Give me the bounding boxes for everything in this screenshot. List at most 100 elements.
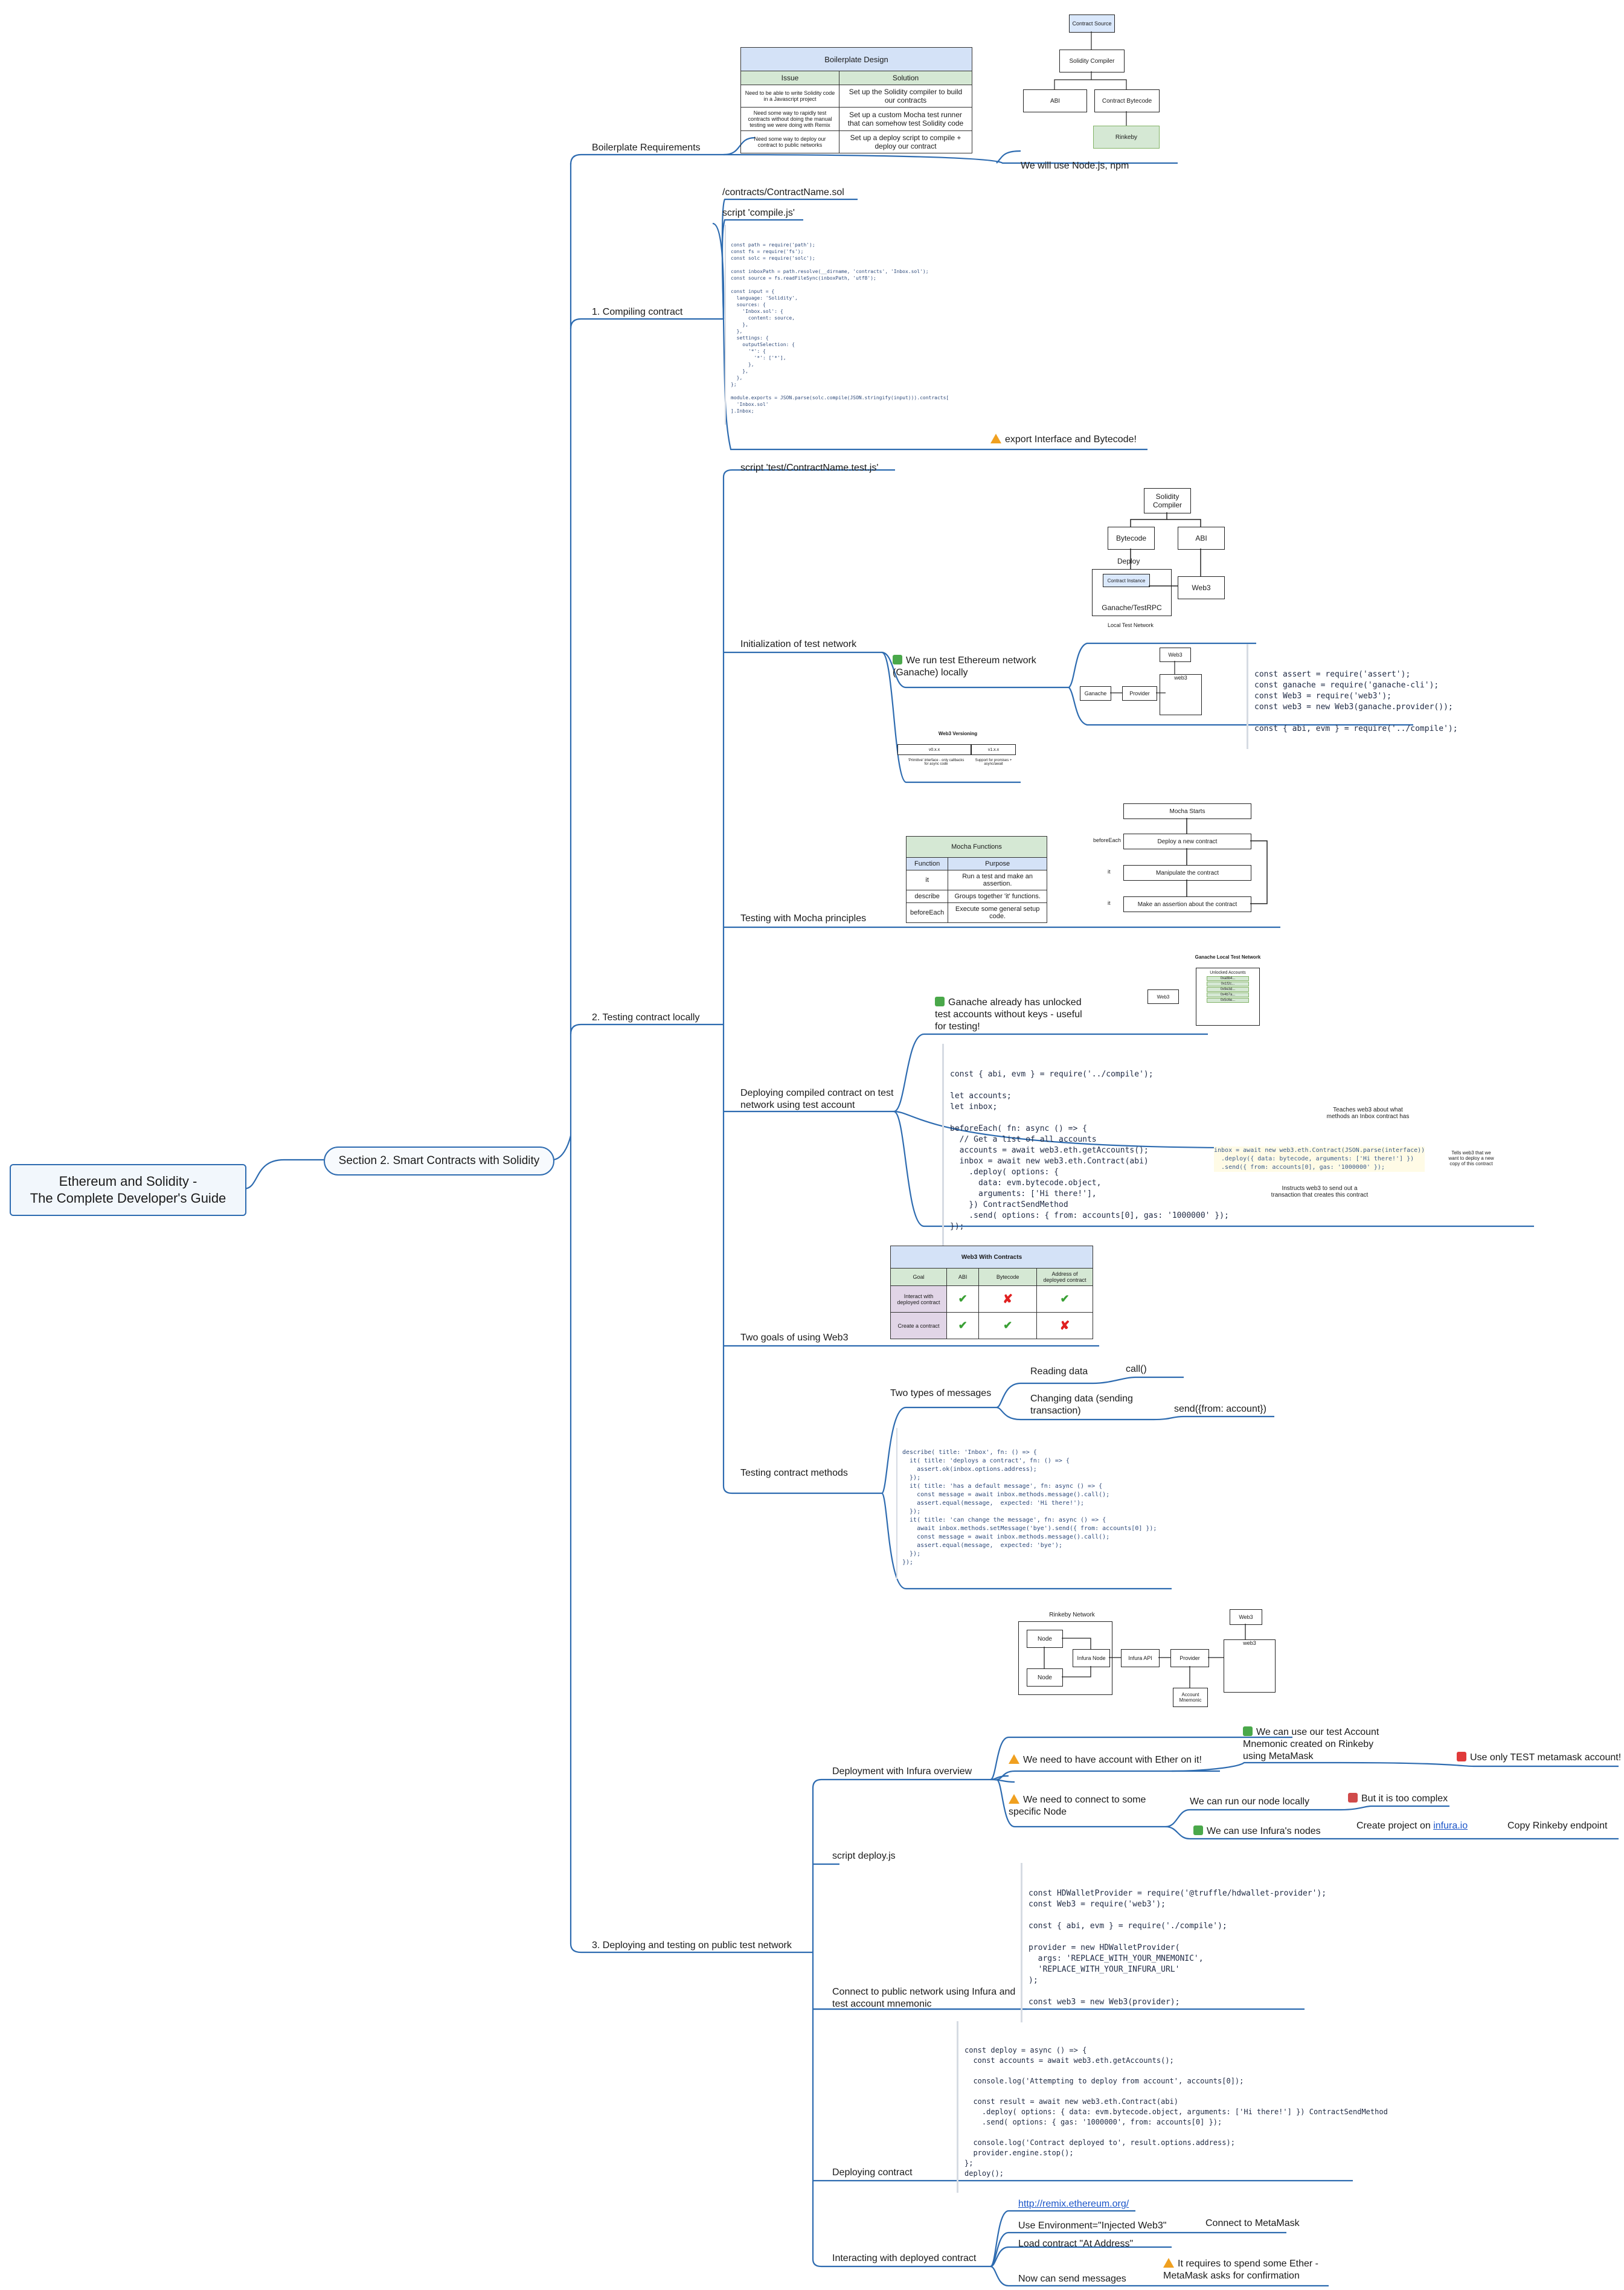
only-test-warning[interactable]: Use only TEST metamask account! bbox=[1457, 1752, 1621, 1763]
init-deploy-label: Deploy bbox=[1117, 557, 1140, 565]
rinkeby-mnemonic: Account Mnemonic bbox=[1173, 1688, 1208, 1707]
create-project[interactable]: Create project on infura.io bbox=[1356, 1821, 1468, 1831]
web3-col: Address of deployed contract bbox=[1036, 1268, 1093, 1286]
deploy-contract-code: const deploy = async () => { const accou… bbox=[957, 2021, 1394, 2193]
rinkeby-diagram: Rinkeby Network Node Node Infura Node In… bbox=[1015, 1609, 1286, 1718]
web3-goal: Create a contract bbox=[890, 1312, 947, 1339]
mocha-label[interactable]: Testing with Mocha principles bbox=[740, 913, 867, 924]
branch-deploying[interactable]: 3. Deploying and testing on public test … bbox=[592, 1940, 792, 1951]
too-complex[interactable]: But it is too complex bbox=[1348, 1793, 1448, 1804]
web3-table-title: Web3 With Contracts bbox=[890, 1246, 1093, 1269]
versioning-v1: v1.x.x bbox=[971, 744, 1016, 755]
init-local-label: Local Test Network bbox=[1108, 622, 1154, 628]
mocha-manipulate: Manipulate the contract bbox=[1123, 865, 1251, 881]
compile-flow-diagram: Contract Source Solidity Compiler ABI Co… bbox=[1015, 8, 1172, 153]
mocha-purpose: Groups together 'it' functions. bbox=[948, 890, 1047, 903]
unlocked-note[interactable]: Ganache already has unlocked test accoun… bbox=[935, 997, 1082, 1032]
flow-bytecode: Contract Bytecode bbox=[1094, 89, 1160, 112]
thumbs-down-icon bbox=[1348, 1793, 1358, 1803]
mocha-arrows bbox=[1186, 818, 1268, 904]
test-account-note[interactable]: We can use our test Account Mnemonic cre… bbox=[1243, 1726, 1379, 1761]
changing-data[interactable]: Changing data (sending transaction) bbox=[1030, 1394, 1133, 1416]
account-item: 0x1f2c... bbox=[1207, 982, 1249, 986]
connect-metamask[interactable]: Connect to MetaMask bbox=[1205, 2218, 1300, 2228]
use-infura[interactable]: We can use Infura's nodes bbox=[1193, 1825, 1321, 1837]
root-node[interactable]: Ethereum and Solidity - The Complete Dev… bbox=[10, 1164, 246, 1216]
web3-goal: Interact with deployed contract bbox=[890, 1285, 947, 1313]
changing-fn[interactable]: send({from: account}) bbox=[1174, 1404, 1266, 1414]
warning-icon bbox=[1009, 1794, 1019, 1804]
init-code: const assert = require('assert');const g… bbox=[1247, 644, 1464, 749]
use-env[interactable]: Use Environment="Injected Web3" bbox=[1018, 2221, 1167, 2231]
mocha-table-title: Mocha Functions bbox=[906, 836, 1047, 858]
ganache-accounts-diagram: Ganache Local Test Network Web3 Unlocked… bbox=[1147, 954, 1262, 1027]
ganache-box-web3: Web3 bbox=[1147, 989, 1179, 1004]
web3-col: Bytecode bbox=[978, 1268, 1037, 1286]
deploy-script-label[interactable]: script deploy.js bbox=[832, 1851, 896, 1861]
remix-link-item[interactable]: http://remix.ethereum.org/ bbox=[1018, 2199, 1129, 2210]
flow-abi: ABI bbox=[1023, 89, 1087, 112]
no-entry-icon bbox=[1457, 1752, 1466, 1761]
infura-link[interactable]: infura.io bbox=[1433, 1821, 1468, 1831]
rinkeby-node2: Node bbox=[1027, 1668, 1063, 1687]
web3-versioning: Web3 Versioning v0.x.x v1.x.x 'Primitive… bbox=[897, 731, 1018, 779]
ganache-note[interactable]: We run test Ethereum network (Ganache) l… bbox=[893, 655, 1036, 678]
infura-overview-label[interactable]: Deployment with Infura overview bbox=[832, 1766, 972, 1777]
versioning-d0: 'Primitive' interface - only callbacks f… bbox=[908, 759, 964, 766]
init-label[interactable]: Initialization of test network bbox=[740, 639, 857, 649]
compile-code: const path = require('path');const fs = … bbox=[725, 225, 954, 425]
rinkeby-title: Rinkeby Network bbox=[1049, 1612, 1095, 1618]
node-npm-note[interactable]: We will use Node.js, npm bbox=[1021, 161, 1129, 171]
section-node[interactable]: Section 2. Smart Contracts with Solidity bbox=[324, 1147, 554, 1176]
remix-link[interactable]: http://remix.ethereum.org/ bbox=[1018, 2199, 1129, 2209]
contract-path[interactable]: /contracts/ContractName.sol bbox=[722, 187, 844, 198]
init-abi: ABI bbox=[1178, 527, 1225, 550]
account-item: 0x9e3d... bbox=[1207, 987, 1249, 992]
init-instance: Contract Instance bbox=[1103, 574, 1150, 587]
connect-label[interactable]: Connect to public network using Infura a… bbox=[832, 1987, 1016, 2009]
versioning-d1: Support for promises + async/await bbox=[975, 759, 1012, 766]
branch-testing[interactable]: 2. Testing contract locally bbox=[592, 1012, 700, 1023]
mocha-deploy: Deploy a new contract bbox=[1123, 834, 1251, 849]
reading-fn[interactable]: call() bbox=[1126, 1364, 1147, 1374]
compile-script-label[interactable]: script 'compile.js' bbox=[722, 208, 795, 218]
thumbs-up-icon bbox=[893, 655, 902, 664]
warning-icon bbox=[1163, 2258, 1174, 2268]
export-warning[interactable]: export Interface and Bytecode! bbox=[990, 434, 1137, 445]
interact-label[interactable]: Interacting with deployed contract bbox=[832, 2253, 977, 2263]
root-title-line1: Ethereum and Solidity - bbox=[59, 1174, 197, 1189]
provider-web3: web3 bbox=[1160, 674, 1202, 715]
test-script-label[interactable]: script 'test/ContractName.test.js' bbox=[740, 463, 879, 473]
deploying-contract-label[interactable]: Deploying contract bbox=[832, 2167, 913, 2178]
messages-label[interactable]: Two types of messages bbox=[890, 1388, 992, 1398]
provider-ganache: Ganache bbox=[1080, 686, 1111, 701]
copy-endpoint[interactable]: Copy Rinkeby endpoint bbox=[1507, 1821, 1608, 1831]
init-arrows bbox=[1130, 512, 1201, 587]
annot-bottom: Instructs web3 to send out a transaction… bbox=[1271, 1185, 1369, 1198]
col-issue: Issue bbox=[740, 71, 839, 85]
requires-ether[interactable]: It requires to spend some Ether - MetaMa… bbox=[1163, 2258, 1318, 2281]
versioning-title: Web3 Versioning bbox=[938, 731, 978, 736]
methods-label[interactable]: Testing contract methods bbox=[740, 1468, 848, 1478]
branch-compiling[interactable]: 1. Compiling contract bbox=[592, 307, 683, 317]
reading-data[interactable]: Reading data bbox=[1030, 1366, 1088, 1377]
boilerplate-table-title: Boilerplate Design bbox=[740, 47, 972, 71]
deploy-test-label[interactable]: Deploying compiled contract on test netw… bbox=[740, 1088, 894, 1110]
ganache-unlocked: Unlocked Accounts bbox=[1210, 971, 1246, 975]
mocha-purpose: Execute some general setup code. bbox=[948, 902, 1047, 923]
account-item: 0x4b7a... bbox=[1207, 992, 1249, 997]
warning-icon bbox=[990, 434, 1001, 443]
annot-right: Tells web3 that we want to deploy a new … bbox=[1448, 1150, 1494, 1166]
branch-boilerplate[interactable]: Boilerplate Requirements bbox=[592, 143, 701, 153]
check-icon: ✔ bbox=[1036, 1285, 1093, 1313]
send-messages[interactable]: Now can send messages bbox=[1018, 2274, 1126, 2284]
web3-goals-label[interactable]: Two goals of using Web3 bbox=[740, 1333, 849, 1343]
load-contract[interactable]: Load contract "At Address" bbox=[1018, 2239, 1134, 2249]
init-diagram: Solidity Compiler Bytecode ABI Deploy Ga… bbox=[1087, 483, 1244, 640]
need-account[interactable]: We need to have account with Ether on it… bbox=[1009, 1754, 1202, 1766]
need-node[interactable]: We need to connect to some specific Node bbox=[1009, 1794, 1146, 1817]
web3-col: ABI bbox=[946, 1268, 980, 1286]
run-node-locally[interactable]: We can run our node locally bbox=[1190, 1796, 1310, 1807]
rinkeby-infura-node: Infura Node bbox=[1073, 1649, 1110, 1667]
